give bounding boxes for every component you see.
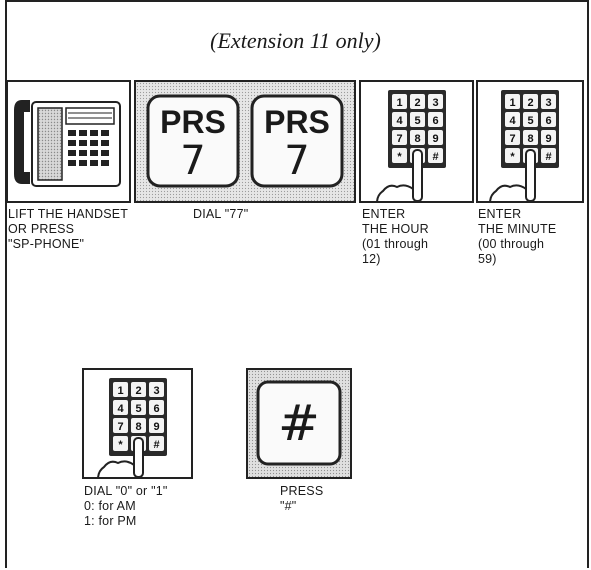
- keypad-key-label: 4: [117, 403, 124, 415]
- keypad-key-label: 7: [117, 421, 123, 433]
- caption-line: LIFT THE HANDSET: [8, 207, 128, 222]
- keypad-key-label: *: [397, 151, 402, 163]
- keypad-key-label: 6: [153, 403, 159, 415]
- caption-line: OR PRESS: [8, 222, 128, 237]
- keypad-key-label: 5: [414, 115, 420, 127]
- keypad-key-label: 6: [545, 115, 551, 127]
- prs-key-digit-1: 7: [148, 138, 238, 184]
- caption-press-hash: PRESS "#": [280, 484, 323, 514]
- prs-key-label-2: PRS: [252, 104, 342, 141]
- step-lift-handset-panel: [6, 80, 131, 203]
- keypad-key-label: 8: [527, 133, 533, 145]
- caption-line: "#": [280, 499, 323, 514]
- keypad-key-label: *: [510, 151, 515, 163]
- caption-line: DIAL "0" or "1": [84, 484, 168, 499]
- prs-key-label-1: PRS: [148, 104, 238, 141]
- keypad-key-label: 4: [509, 115, 516, 127]
- keypad-key-label: 3: [432, 97, 438, 109]
- keypad-key-label: 5: [527, 115, 533, 127]
- keypad-key-label: *: [118, 439, 123, 451]
- keypad-key-label: 1: [117, 385, 123, 397]
- keypad-key-label: 9: [545, 133, 551, 145]
- finger-icon: [413, 150, 422, 201]
- telephone-icon: [8, 82, 129, 201]
- caption-line: THE MINUTE: [478, 222, 556, 237]
- caption-line: 0: for AM: [84, 499, 168, 514]
- caption-line: 12): [362, 252, 429, 267]
- finger-icon: [526, 150, 535, 201]
- hand-icon: [377, 185, 413, 201]
- step-press-hash-panel: #: [246, 368, 352, 479]
- keypad-key-label: 9: [432, 133, 438, 145]
- hash-key-label: #: [258, 394, 340, 452]
- page-title: (Extension 11 only): [0, 28, 591, 54]
- keypad-key-label: 6: [432, 115, 438, 127]
- caption-line: (01 through: [362, 237, 429, 252]
- keypad-key-label: 2: [414, 97, 420, 109]
- keypad-key-label: 8: [414, 133, 420, 145]
- keypad-key-label: 2: [527, 97, 533, 109]
- prs-key-digit-2: 7: [252, 138, 342, 184]
- keypad-key-label: 5: [135, 403, 141, 415]
- caption-line: 59): [478, 252, 556, 267]
- keypad-key-label: 1: [509, 97, 515, 109]
- caption-lift-handset: LIFT THE HANDSET OR PRESS "SP-PHONE": [8, 207, 128, 252]
- caption-dial-77: DIAL "77": [193, 207, 248, 222]
- keypad-key-label: 9: [153, 421, 159, 433]
- caption-line: DIAL "77": [193, 207, 248, 222]
- caption-line: (00 through: [478, 237, 556, 252]
- keypad-key-label: #: [432, 151, 438, 163]
- keypad-key-label: 3: [153, 385, 159, 397]
- keypad-key-label: 2: [135, 385, 141, 397]
- keypad-key-label: #: [545, 151, 551, 163]
- caption-line: PRESS: [280, 484, 323, 499]
- step-dial-77-panel: PRS 7 PRS 7: [134, 80, 356, 203]
- finger-icon: [134, 438, 143, 477]
- caption-dial-am-pm: DIAL "0" or "1" 0: for AM 1: for PM: [84, 484, 168, 529]
- caption-enter-minute: ENTER THE MINUTE (00 through 59): [478, 207, 556, 267]
- step-enter-minute-panel: 123456789*0#: [476, 80, 584, 203]
- keypad-key-label: 7: [509, 133, 515, 145]
- keypad-key-label: 3: [545, 97, 551, 109]
- caption-line: THE HOUR: [362, 222, 429, 237]
- caption-line: "SP-PHONE": [8, 237, 128, 252]
- keypad-key-label: 1: [396, 97, 402, 109]
- hand-icon: [98, 461, 134, 477]
- caption-line: ENTER: [478, 207, 556, 222]
- caption-line: ENTER: [362, 207, 429, 222]
- keypad-key-label: 8: [135, 421, 141, 433]
- keypad-key-label: #: [153, 439, 159, 451]
- caption-line: 1: for PM: [84, 514, 168, 529]
- hand-icon: [490, 185, 526, 201]
- keypad-key-label: 4: [396, 115, 403, 127]
- keypad-key-label: 7: [396, 133, 402, 145]
- caption-enter-hour: ENTER THE HOUR (01 through 12): [362, 207, 429, 267]
